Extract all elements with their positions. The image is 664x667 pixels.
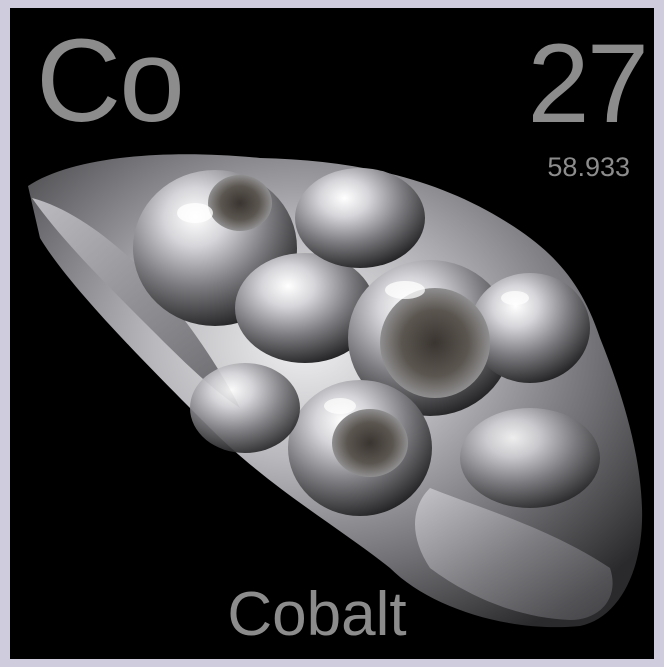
cobalt-metal-photo [28,154,643,628]
atomic-number: 27 [527,21,649,146]
atomic-mass: 58.933 [547,152,630,182]
element-name: Cobalt [227,580,407,649]
element-symbol: Co [36,15,185,147]
element-tile: Co 27 58.933 Cobalt [10,8,654,659]
